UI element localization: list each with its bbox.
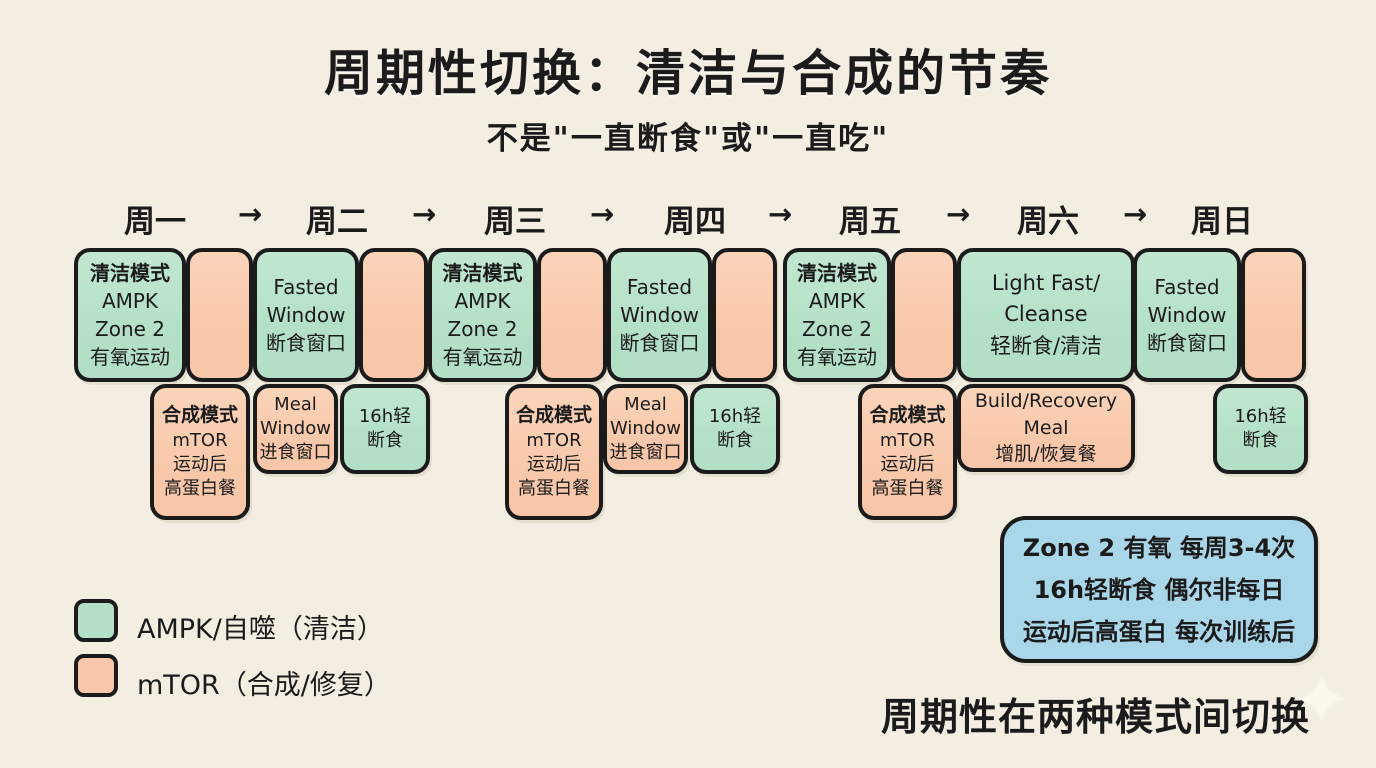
day-label-sunday: 周日 [1191, 204, 1253, 240]
spacer-box [186, 248, 253, 382]
day-label-monday: 周一 [124, 204, 186, 240]
arrow-right-icon: → [1122, 197, 1148, 231]
fast-16h-box: 16h轻 断食 [1213, 384, 1308, 474]
spacer-box [1241, 248, 1306, 382]
box-lines: Light Fast/ Cleanse 轻断食/清洁 [989, 270, 1103, 358]
fast-16h-box: 16h轻 断食 [340, 384, 430, 474]
box-lines: Meal Window 进食窗口 [609, 393, 682, 464]
arrow-right-icon: → [767, 197, 793, 231]
fasted-window-box: Fasted Window 断食窗口 [1133, 248, 1241, 382]
day-label-thursday: 周四 [664, 204, 726, 240]
box-title: 合成模式 [515, 404, 592, 427]
cleanse-mode-box: 清洁模式 AMPK Zone 2 有氧运动 [74, 248, 186, 382]
box-title: 清洁模式 [442, 261, 523, 285]
arrow-right-icon: → [589, 197, 615, 231]
cleanse-mode-box: 清洁模式 AMPK Zone 2 有氧运动 [428, 248, 537, 382]
box-lines: Meal Window 进食窗口 [259, 393, 332, 464]
meal-window-box: Meal Window 进食窗口 [603, 384, 688, 474]
box-lines: 16h轻 断食 [1234, 405, 1287, 451]
day-label-wednesday: 周三 [484, 204, 546, 240]
day-label-saturday: 周六 [1017, 204, 1079, 240]
synthesis-mode-box: 合成模式 mTOR 运动后 高蛋白餐 [505, 384, 603, 520]
box-lines: Fasted Window 断食窗口 [1147, 275, 1227, 355]
legend-swatch-peach [74, 654, 118, 697]
synthesis-mode-box: 合成模式 mTOR 运动后 高蛋白餐 [858, 384, 957, 520]
footer-note: 周期性在两种模式间切换 [880, 695, 1310, 739]
spacer-box [891, 248, 957, 382]
box-title: 清洁模式 [90, 261, 170, 285]
synthesis-mode-box: 合成模式 mTOR 运动后 高蛋白餐 [150, 384, 250, 520]
fasted-window-box: Fasted Window 断食窗口 [607, 248, 712, 382]
day-label-friday: 周五 [839, 204, 901, 240]
cleanse-mode-box: 清洁模式 AMPK Zone 2 有氧运动 [783, 248, 891, 382]
box-lines: 16h轻 断食 [358, 405, 412, 451]
meal-window-box: Meal Window 进食窗口 [253, 384, 338, 474]
frequency-info-box: Zone 2 有氧 每周3-4次 16h轻断食 偶尔非每日 运动后高蛋白 每次训… [1000, 516, 1318, 663]
page-subtitle: 不是"一直断食"或"一直吃" [486, 121, 890, 157]
legend-label-ampk: AMPK/自噬（清洁） [137, 614, 384, 645]
light-fast-cleanse-box: Light Fast/ Cleanse 轻断食/清洁 [957, 248, 1135, 382]
box-lines: mTOR 运动后 高蛋白餐 [871, 429, 944, 500]
box-title: 合成模式 [869, 404, 946, 427]
arrow-right-icon: → [237, 197, 263, 231]
legend-label-mtor: mTOR（合成/修复） [137, 670, 391, 701]
box-lines: AMPK Zone 2 有氧运动 [90, 289, 170, 369]
box-lines: AMPK Zone 2 有氧运动 [797, 289, 877, 369]
box-lines: Fasted Window 断食窗口 [619, 275, 700, 355]
box-lines: Build/Recovery Meal 增肌/恢复餐 [974, 390, 1118, 466]
spacer-box [537, 248, 607, 382]
box-lines: AMPK Zone 2 有氧运动 [442, 289, 523, 369]
arrow-right-icon: → [945, 197, 971, 231]
box-lines: 16h轻 断食 [708, 405, 762, 451]
box-lines: mTOR 运动后 高蛋白餐 [518, 429, 590, 500]
sparkle-icon: ✦ [1294, 662, 1350, 739]
spacer-box [359, 248, 428, 382]
spacer-box [712, 248, 777, 382]
fast-16h-box: 16h轻 断食 [690, 384, 780, 474]
day-label-tuesday: 周二 [306, 204, 368, 240]
box-title: 合成模式 [161, 404, 238, 427]
page-title: 周期性切换：清洁与合成的节奏 [323, 45, 1052, 102]
legend-swatch-green [74, 599, 118, 642]
box-lines: mTOR 运动后 高蛋白餐 [164, 429, 236, 500]
arrow-right-icon: → [411, 197, 437, 231]
box-title: 清洁模式 [797, 261, 877, 285]
build-recovery-meal-box: Build/Recovery Meal 增肌/恢复餐 [957, 384, 1135, 472]
box-lines: Fasted Window 断食窗口 [266, 275, 346, 355]
fasted-window-box: Fasted Window 断食窗口 [253, 248, 359, 382]
